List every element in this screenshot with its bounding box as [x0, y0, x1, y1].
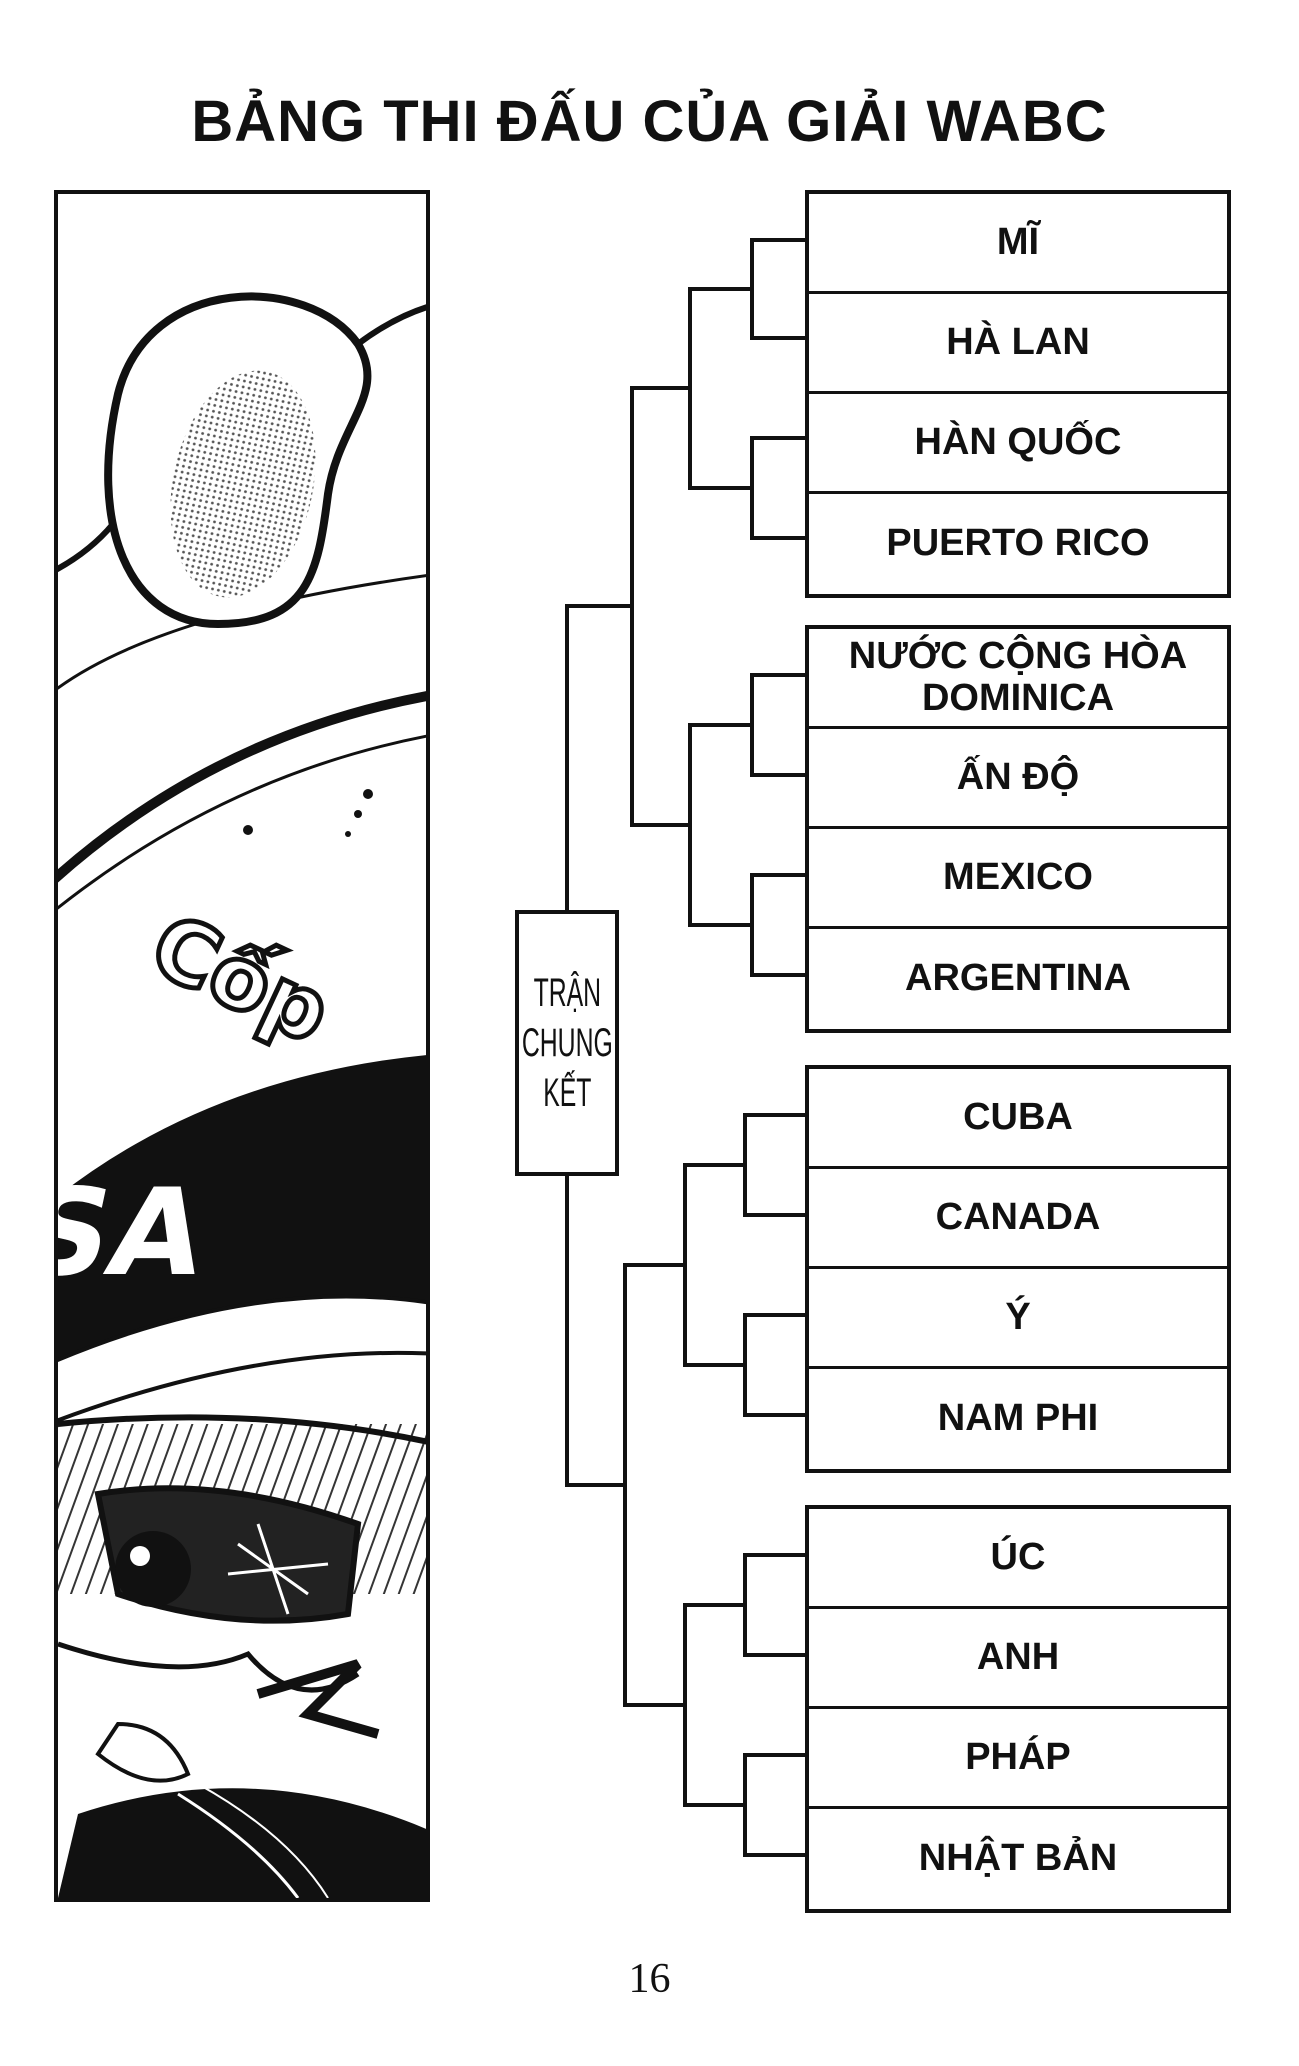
bracket-group-3: CUBA CANADA Ý NAM PHI — [805, 1065, 1231, 1473]
team-cell: NƯỚC CỘNG HÒA DOMINICA — [809, 629, 1227, 729]
final-match-box: TRẬN CHUNG KẾT — [515, 910, 619, 1176]
team-cell: ANH — [809, 1609, 1227, 1709]
final-match-label: TRẬN CHUNG KẾT — [521, 971, 613, 1115]
page-title: BẢNG THI ĐẤU CỦA GIẢI WABC — [191, 89, 1108, 154]
team-cell: ÚC — [809, 1509, 1227, 1609]
team-cell: HÀN QUỐC — [809, 394, 1227, 494]
bracket-group-1: MĨ HÀ LAN HÀN QUỐC PUERTO RICO — [805, 190, 1231, 598]
team-cell: CUBA — [809, 1069, 1227, 1169]
team-cell: ARGENTINA — [905, 957, 1131, 1000]
team-cell: MEXICO — [809, 829, 1227, 929]
cap-shape — [58, 1055, 426, 1360]
team-cell: Ý — [809, 1269, 1227, 1369]
team-cell: HÀ LAN — [809, 294, 1227, 394]
sfx-text: Cốp — [136, 895, 345, 1063]
team-cell: NHẬT BẢN — [918, 1837, 1118, 1880]
team-cell: PUERTO RICO — [886, 522, 1150, 565]
team-cell: CANADA — [809, 1169, 1227, 1269]
bracket-group-2: NƯỚC CỘNG HÒA DOMINICA ẤN ĐỘ MEXICO ARGE… — [805, 625, 1231, 1033]
team-cell: NAM PHI — [937, 1397, 1099, 1440]
manga-illustration-panel: Cốp USA — [54, 190, 430, 1902]
team-cell: MĨ — [809, 194, 1227, 294]
team-cell: ẤN ĐỘ — [809, 729, 1227, 829]
manga-illustration: Cốp USA — [58, 292, 426, 1898]
bracket-group-4: ÚC ANH PHÁP NHẬT BẢN — [805, 1505, 1231, 1913]
team-cell: PHÁP — [809, 1709, 1227, 1809]
cap-usa-text: USA — [58, 1162, 219, 1302]
page-number: 16 — [628, 1956, 671, 2002]
